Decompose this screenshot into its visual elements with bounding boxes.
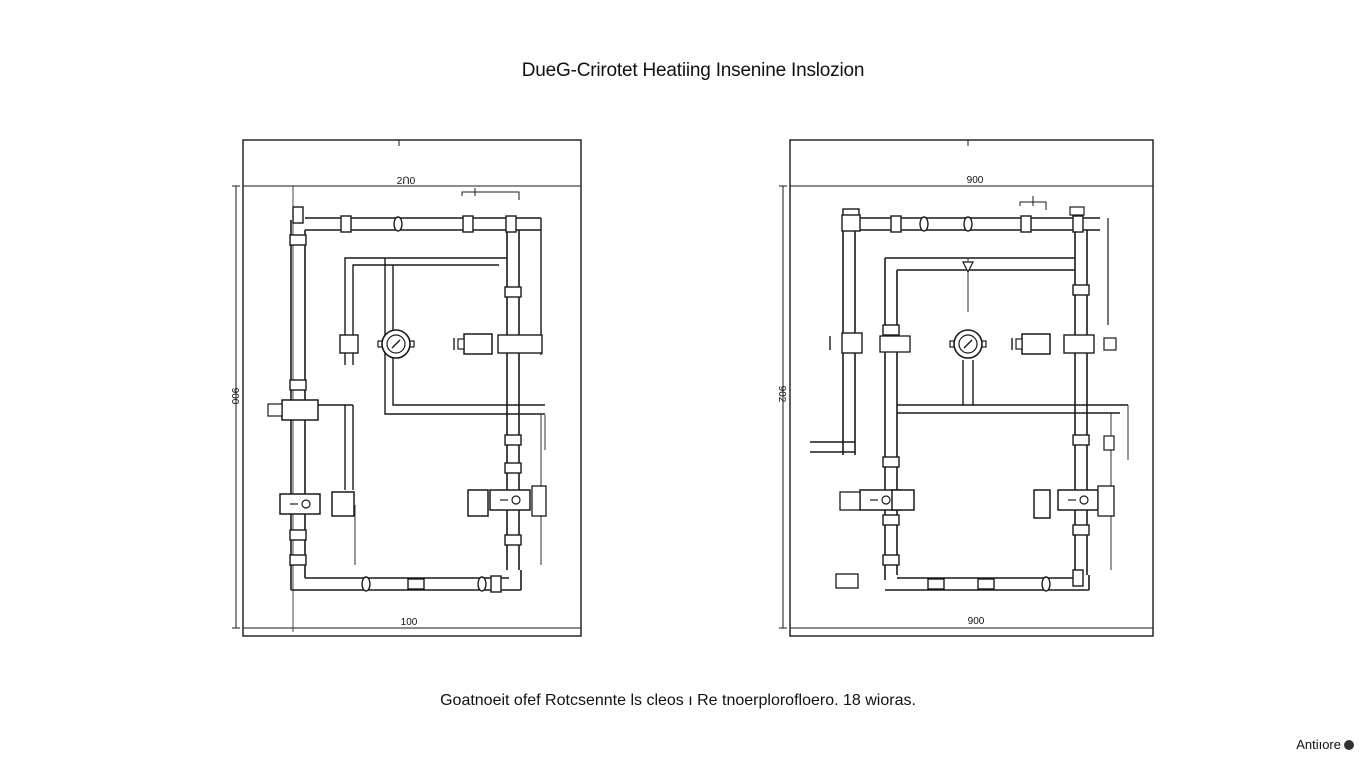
right-top-dimension: 900 bbox=[967, 175, 984, 186]
right-diagram bbox=[779, 139, 1154, 637]
left-top-dimension: 2Ո0 bbox=[397, 176, 416, 187]
right-frame bbox=[789, 139, 1154, 637]
left-bottom-dimension: 100 bbox=[401, 617, 418, 628]
dot-icon bbox=[1344, 739, 1354, 750]
diagram-title: DueG-Crirotet Heatiing Insenine Inslozio… bbox=[521, 60, 865, 81]
left-side-dimension: 900 bbox=[229, 388, 240, 405]
left-frame bbox=[242, 139, 582, 637]
brand-watermark: Antiıore bbox=[1296, 737, 1354, 752]
brand-label: Antiıore bbox=[1296, 737, 1341, 752]
diagram-caption: Goatnoeit ofef Rotcsennte ls cleos ı Re … bbox=[440, 692, 916, 709]
right-bottom-dimension: 900 bbox=[968, 616, 985, 627]
left-diagram bbox=[232, 139, 582, 637]
right-side-dimension: 902 bbox=[776, 386, 787, 403]
